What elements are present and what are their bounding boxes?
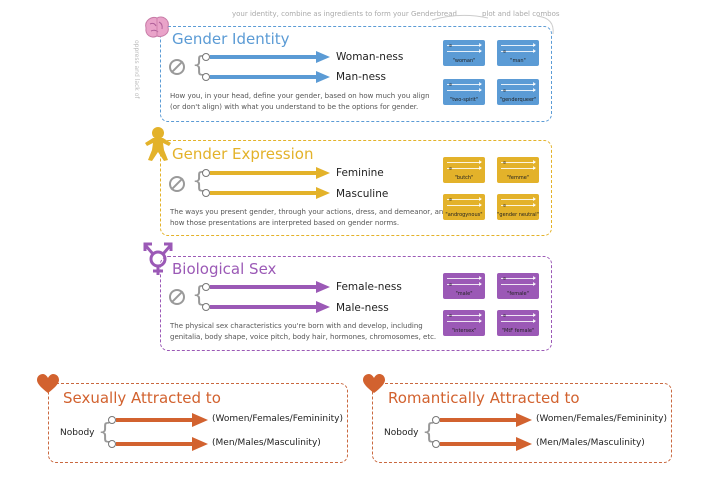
biological-sex-title: Biological Sex [172, 260, 277, 278]
male-ness-label: Male-ness [336, 302, 389, 314]
romantic-nobody-label: Nobody [384, 428, 419, 438]
brace: { [192, 53, 206, 78]
expression-combo-femme: "femme" [497, 157, 539, 183]
note-connector [431, 14, 489, 21]
biological-sex-description: The physical sex characteristics you're … [170, 322, 437, 341]
sex-combo-mtf-female: "MtF female" [497, 310, 539, 336]
heart-icon [363, 374, 385, 393]
plot-note: plot and label combos [482, 10, 560, 18]
null-icon [169, 176, 185, 192]
romantically-attracted-arrows [432, 413, 532, 451]
biological-sex-panel [160, 256, 552, 351]
sexual-nobody-label: Nobody [60, 428, 95, 438]
romantic-men-label: (Men/Males/Masculinity) [536, 438, 645, 448]
identity-combo-two-spirit: "two-spirit" [443, 79, 485, 105]
brace: { [98, 420, 112, 445]
sexual-men-label: (Men/Males/Masculinity) [212, 438, 321, 448]
feminine-label: Feminine [336, 167, 384, 179]
gender-expression-title: Gender Expression [172, 145, 314, 163]
sexually-attracted-panel [48, 383, 348, 463]
identity-combo-man: "man" [497, 40, 539, 66]
woman-ness-label: Woman-ness [336, 51, 404, 63]
brace: { [192, 169, 206, 194]
female-ness-label: Female-ness [336, 281, 402, 293]
vertical-note: oppress and lack of [133, 40, 140, 99]
gingerbread-person-icon [145, 127, 171, 161]
gender-expression-arrows [202, 167, 330, 199]
expression-combo-gender-neutral: "gender neutral" [497, 194, 539, 220]
gender-identity-arrows [202, 51, 330, 83]
sex-combo-female: "female" [497, 273, 539, 299]
top-note: your identity, combine as ingredients to… [232, 10, 457, 18]
gender-expression-description: The ways you present gender, through you… [170, 208, 448, 227]
gender-identity-panel [160, 26, 552, 122]
sex-combo-male: "male" [443, 273, 485, 299]
identity-combo-genderqueer: "genderqueer" [497, 79, 539, 105]
expression-combo-androgynous: "androgynous" [443, 194, 485, 220]
brain-icon [145, 16, 169, 38]
romantically-attracted-panel [372, 383, 672, 463]
transgender-symbol-icon [143, 242, 173, 275]
null-icon [169, 289, 185, 305]
note-connector-right [536, 15, 554, 35]
gender-identity-description: How you, in your head, define your gende… [170, 92, 430, 111]
heart-icon [37, 374, 59, 393]
romantic-women-label: (Women/Females/Femininity) [536, 414, 667, 424]
gender-identity-title: Gender Identity [172, 30, 290, 48]
romantically-attracted-title: Romantically Attracted to [388, 389, 580, 407]
masculine-label: Masculine [336, 188, 389, 200]
identity-combo-woman: "woman" [443, 40, 485, 66]
sexually-attracted-arrows [108, 413, 208, 451]
man-ness-label: Man-ness [336, 71, 386, 83]
sex-combo-intersex: "intersex" [443, 310, 485, 336]
gender-expression-panel [160, 140, 552, 236]
brace: { [192, 283, 206, 308]
expression-combo-butch: "butch" [443, 157, 485, 183]
biological-sex-arrows [202, 281, 330, 313]
brace: { [422, 420, 436, 445]
sexually-attracted-title: Sexually Attracted to [63, 389, 221, 407]
sexual-women-label: (Women/Females/Femininity) [212, 414, 343, 424]
null-icon [169, 59, 185, 75]
